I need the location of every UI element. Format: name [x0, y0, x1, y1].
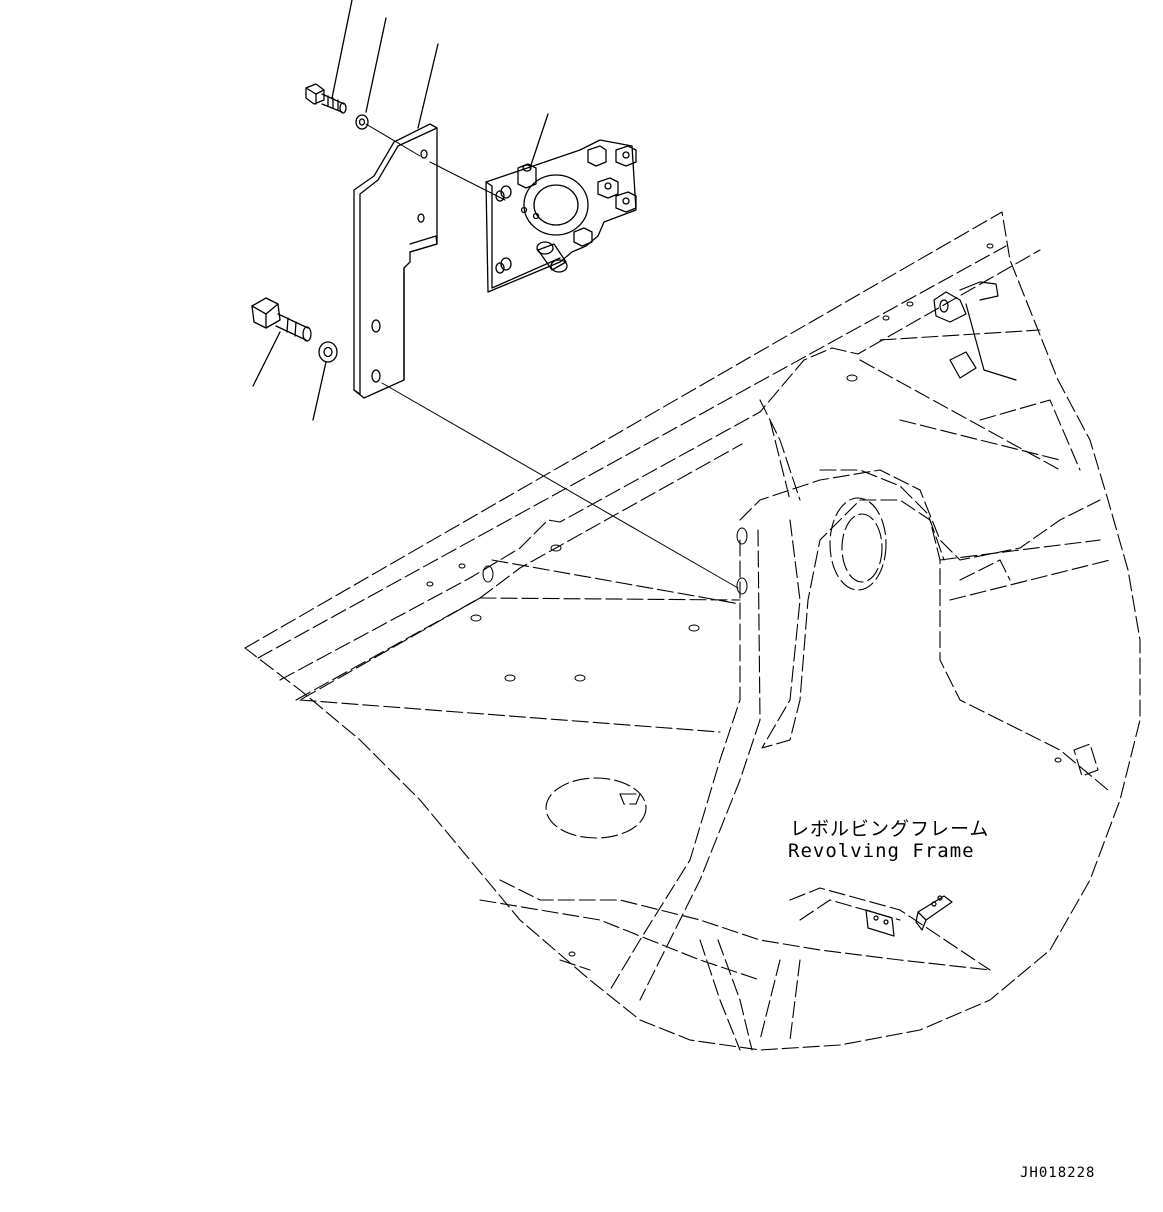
small-washer [355, 114, 369, 130]
large-bolt [251, 297, 312, 342]
revolving-frame [244, 211, 1141, 1051]
frame-label-japanese: レボルビングフレーム [790, 818, 990, 840]
small-bolt [305, 83, 347, 114]
assembly-lines [365, 123, 739, 589]
hose-clamp [933, 281, 1017, 381]
bracket-plate [353, 123, 438, 399]
mount-plate [485, 139, 637, 293]
lower-brackets [865, 895, 953, 937]
frame-label-english: Revolving Frame [788, 840, 975, 862]
large-washer [318, 341, 338, 363]
drawing-number: JH018228 [1020, 1165, 1096, 1181]
leader-lines [252, 0, 549, 421]
frame-holes [426, 243, 1062, 957]
